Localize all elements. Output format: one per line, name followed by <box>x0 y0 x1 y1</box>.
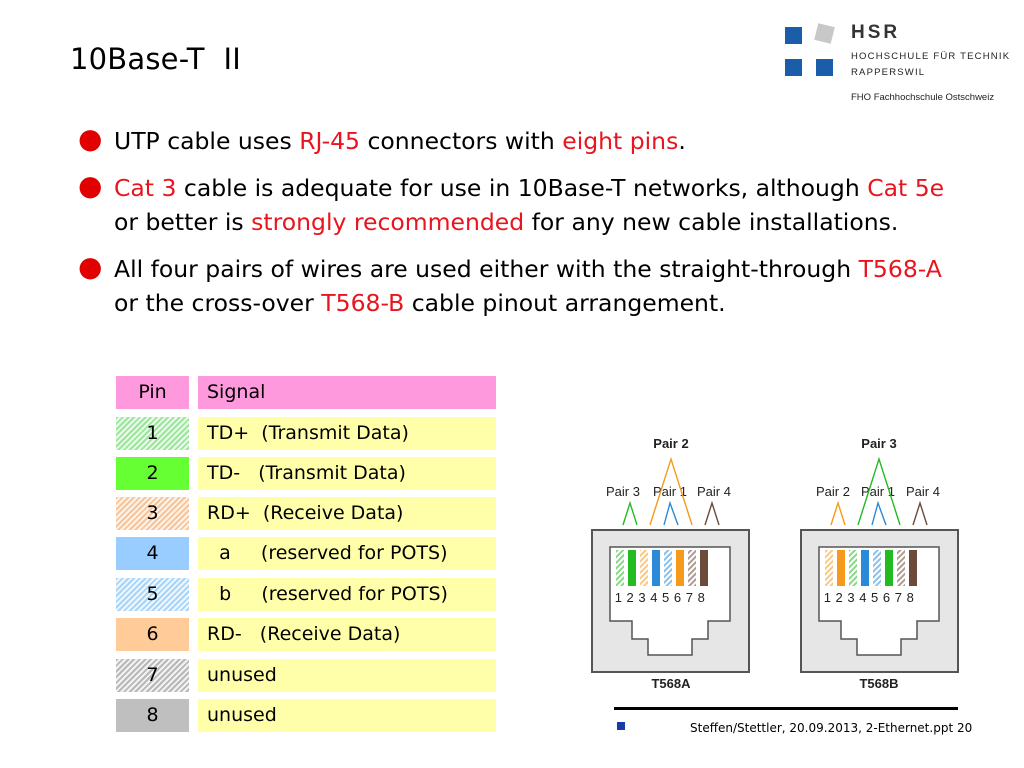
pin-stripes <box>825 550 917 586</box>
text-run: UTP cable uses <box>114 127 300 155</box>
logo-square-icon <box>785 27 802 44</box>
rj45-diagram-svg: Pair 2 Pair 3 Pair 1 Pair 4 <box>591 436 959 691</box>
text-run: All four pairs of wires are used either … <box>114 255 859 283</box>
bullet-dot-icon: ● <box>78 250 103 283</box>
highlight-text: T568-A <box>858 255 942 283</box>
pair-label: Pair 4 <box>697 484 731 499</box>
highlight-text: RJ-45 <box>299 127 361 155</box>
highlight-text: T568-B <box>321 289 405 317</box>
footer-divider <box>614 707 958 710</box>
text-run: or the cross-over <box>114 289 322 317</box>
footer-square-icon <box>617 722 625 730</box>
pin-numbers: 1 2 3 4 5 6 7 8 <box>824 590 915 605</box>
bullet-item: ● Cat 3 cable is adequate for use in 10B… <box>78 171 958 239</box>
logo-square-icon <box>785 59 802 76</box>
highlight-text: strongly recommended <box>251 208 525 236</box>
pin-numbers: 1 2 3 4 5 6 7 8 <box>615 590 706 605</box>
text-run: for any new cable installations. <box>524 208 899 236</box>
highlight-text: Cat 5e <box>867 174 945 202</box>
pair-wire-brown <box>704 500 720 526</box>
pair-label: Pair 3 <box>606 484 640 499</box>
pin-cell: 1 <box>116 417 189 450</box>
pin-stripes <box>616 550 708 586</box>
jack-t568b: Pair 3 Pair 2 Pair 1 Pair 4 1 2 3 4 5 6 … <box>800 436 959 691</box>
logo-line-3: FHO Fachhochschule Ostschweiz <box>851 92 995 103</box>
pair-wire-green <box>857 456 901 526</box>
text-run: cable is adequate for use in 10Base-T ne… <box>176 174 868 202</box>
jack-label: T568B <box>859 676 898 691</box>
signal-cell: TD- (Transmit Data) <box>198 457 496 490</box>
logo-name: HSR <box>851 22 901 43</box>
pin-cell: 8 <box>116 699 189 732</box>
pair-wire-blue <box>663 500 679 526</box>
pair-wire-blue <box>871 500 887 526</box>
pin-cell: 3 <box>116 497 189 530</box>
pair-label: Pair 4 <box>906 484 940 499</box>
logo-line-2: RAPPERSWIL <box>851 67 926 78</box>
signal-cell: unused <box>198 699 496 732</box>
pair-wire-orange <box>830 500 846 526</box>
signal-cell: unused <box>198 659 496 692</box>
top-pair-label: Pair 2 <box>653 436 688 451</box>
signal-cell: a (reserved for POTS) <box>198 537 496 570</box>
footer-text: Steffen/Stettler, 20.09.2013, 2-Ethernet… <box>690 721 973 735</box>
signal-cell: RD+ (Receive Data) <box>198 497 496 530</box>
logo-square-icon <box>814 23 835 44</box>
bullet-dot-icon: ● <box>78 122 103 155</box>
pin-cell: 6 <box>116 618 189 651</box>
highlight-text: Cat 3 <box>114 174 177 202</box>
pin-cell: 2 <box>116 457 189 490</box>
bullet-item: ● UTP cable uses RJ-45 connectors with e… <box>78 124 958 158</box>
jack-t568a: Pair 2 Pair 3 Pair 1 Pair 4 <box>591 436 750 691</box>
pair-wire-orange <box>649 456 693 526</box>
rj45-wiring-diagram: Pair 2 Pair 3 Pair 1 Pair 4 <box>580 425 980 700</box>
signal-cell: TD+ (Transmit Data) <box>198 417 496 450</box>
jack-label: T568A <box>651 676 691 691</box>
signal-cell: RD- (Receive Data) <box>198 618 496 651</box>
pin-cell: 7 <box>116 659 189 692</box>
signal-header: Signal <box>198 376 496 409</box>
slide-title: 10Base-T II <box>70 42 241 76</box>
pair-wire-green <box>622 500 638 526</box>
pair-label: Pair 2 <box>816 484 850 499</box>
signal-cell: b (reserved for POTS) <box>198 578 496 611</box>
pin-cell: 4 <box>116 537 189 570</box>
text-run: cable pinout arrangement. <box>404 289 726 317</box>
hsr-logo: HSR HOCHSCHULE FÜR TECHNIK RAPPERSWIL FH… <box>783 22 1018 104</box>
bullet-list: ● UTP cable uses RJ-45 connectors with e… <box>78 124 958 333</box>
highlight-text: eight pins <box>562 127 679 155</box>
pair-wire-brown <box>912 500 928 526</box>
pin-header: Pin <box>116 376 189 409</box>
top-pair-label: Pair 3 <box>861 436 896 451</box>
text-run: or better is <box>114 208 252 236</box>
text-run: connectors with <box>360 127 563 155</box>
logo-square-icon <box>816 59 833 76</box>
bullet-dot-icon: ● <box>78 169 103 202</box>
pin-cell: 5 <box>116 578 189 611</box>
text-run: . <box>678 127 686 155</box>
bullet-item: ● All four pairs of wires are used eithe… <box>78 252 958 320</box>
logo-line-1: HOCHSCHULE FÜR TECHNIK <box>851 51 1011 62</box>
